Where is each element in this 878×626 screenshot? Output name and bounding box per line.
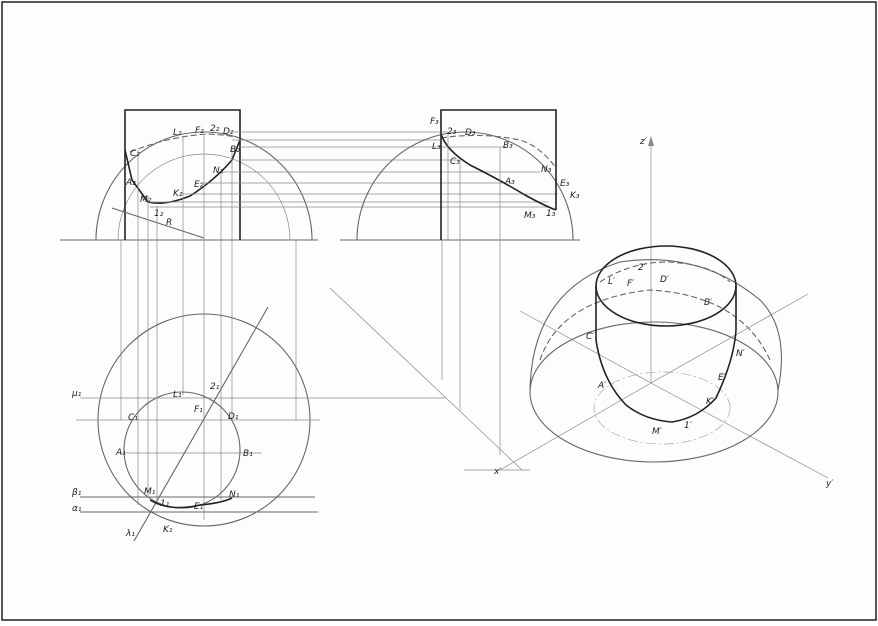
label-M-axo: M′ xyxy=(652,427,662,437)
label-K1: K₁ xyxy=(163,525,173,535)
front-hemisphere-outline xyxy=(95,131,313,241)
y-axis xyxy=(650,382,829,479)
label-D-axo: D′ xyxy=(660,275,669,285)
label-A2: A₂ xyxy=(125,178,136,188)
x-axis xyxy=(499,382,652,471)
label-L2: L₂ xyxy=(173,128,182,138)
label-N-axo: N′ xyxy=(736,349,745,359)
label-L1: L₁ xyxy=(173,390,182,400)
label-K-axo: K′ xyxy=(706,397,714,407)
front-hidden-curve xyxy=(129,133,241,153)
axo-hidden-arc xyxy=(539,289,771,361)
side-cylinder-outline xyxy=(440,109,557,240)
axo-hidden-cylinder-base xyxy=(593,371,731,445)
label-z: z′ xyxy=(639,137,647,147)
label-F3: F₃ xyxy=(430,117,439,127)
axo-base-ellipse xyxy=(529,321,779,463)
top-section-curve xyxy=(149,497,233,509)
label-A3: A₃ xyxy=(504,177,515,187)
label-C-axo: C′ xyxy=(586,332,594,342)
projection-links xyxy=(150,131,558,208)
label-K2: K₂ xyxy=(173,189,183,199)
label-E-axo: E′ xyxy=(718,373,726,383)
label-2-3: 2₃ xyxy=(447,127,457,137)
label-D1: D₁ xyxy=(228,412,239,422)
label-1-axo: 1′ xyxy=(684,421,692,431)
label-K3: K₃ xyxy=(570,191,580,201)
top-view: μ₁ L₁ 2₁ F₁ C₁ D₁ A₁ B₁ β₁ M₁ 1₁ N₁ α₁ E… xyxy=(71,306,445,542)
lambda-plane-line xyxy=(133,306,269,542)
label-D3: D₃ xyxy=(465,128,476,138)
label-F1: F₁ xyxy=(194,405,203,415)
label-2-axo: 2′ xyxy=(638,263,646,273)
label-M2: M₂ xyxy=(140,195,152,205)
label-mu1: μ₁ xyxy=(71,389,82,399)
label-L3: L₃ xyxy=(432,142,441,152)
front-view: L₂ F₂ 2₂ D₂ C₂ B₂ N₂ A₂ K₂ E₂ M₂ 1₂ R xyxy=(60,109,318,520)
label-B-axo: B′ xyxy=(704,298,712,308)
label-C1: C₁ xyxy=(128,413,138,423)
label-N2: N₂ xyxy=(213,166,224,176)
front-section-curve xyxy=(124,139,241,204)
label-beta1: β₁ xyxy=(71,488,82,498)
side-hemisphere-outline xyxy=(356,131,574,241)
label-A1: A₁ xyxy=(115,448,126,458)
front-radius-line xyxy=(111,207,205,239)
axo-hemisphere-outline xyxy=(529,259,782,391)
label-C2: C₂ xyxy=(130,149,140,159)
axo-cylinder-top-ellipse xyxy=(595,245,737,327)
label-2-1: 2₁ xyxy=(210,382,220,392)
axonometric-view: z′ x′ y′ 2′ L′ F′ D′ B′ C′ N′ E′ A′ K′ M… xyxy=(493,136,833,489)
label-E2: E₂ xyxy=(194,180,204,190)
label-F-axo: F′ xyxy=(627,279,634,289)
label-M3: M₃ xyxy=(524,211,536,221)
label-2-2: 2₂ xyxy=(210,124,220,134)
label-1-1: 1₁ xyxy=(160,499,170,509)
label-E1: E₁ xyxy=(194,502,204,512)
label-L-axo: L′ xyxy=(608,277,615,287)
label-C3: C₃ xyxy=(450,157,460,167)
transfer-45-line xyxy=(329,287,523,471)
label-N3: N₃ xyxy=(541,165,552,175)
label-1-2: 1₂ xyxy=(154,209,164,219)
label-B1: B₁ xyxy=(243,449,253,459)
label-M1: M₁ xyxy=(144,487,156,497)
side-section-curve xyxy=(440,133,557,211)
side-hidden-curve xyxy=(440,134,557,169)
label-A-axo: A′ xyxy=(597,381,606,391)
label-N1: N₁ xyxy=(229,490,240,500)
label-E3: E₃ xyxy=(560,179,570,189)
label-B2: B₂ xyxy=(230,145,240,155)
label-R: R xyxy=(166,218,172,228)
label-F2: F₂ xyxy=(195,126,204,136)
top-cylinder-circle xyxy=(123,391,241,509)
front-cylinder-outline xyxy=(124,109,241,240)
label-B3: B₃ xyxy=(503,141,513,151)
label-y: y′ xyxy=(825,479,833,489)
side-view: F₃ 2₃ D₃ L₃ B₃ C₃ N₃ A₃ E₃ K₃ M₃ 1₃ xyxy=(340,109,580,455)
label-1-3: 1₃ xyxy=(546,209,556,219)
label-alpha1: α₁ xyxy=(72,504,82,514)
label-x: x′ xyxy=(493,467,501,477)
axo-section-curve xyxy=(595,286,737,423)
label-lambda1: λ₁ xyxy=(125,529,135,539)
